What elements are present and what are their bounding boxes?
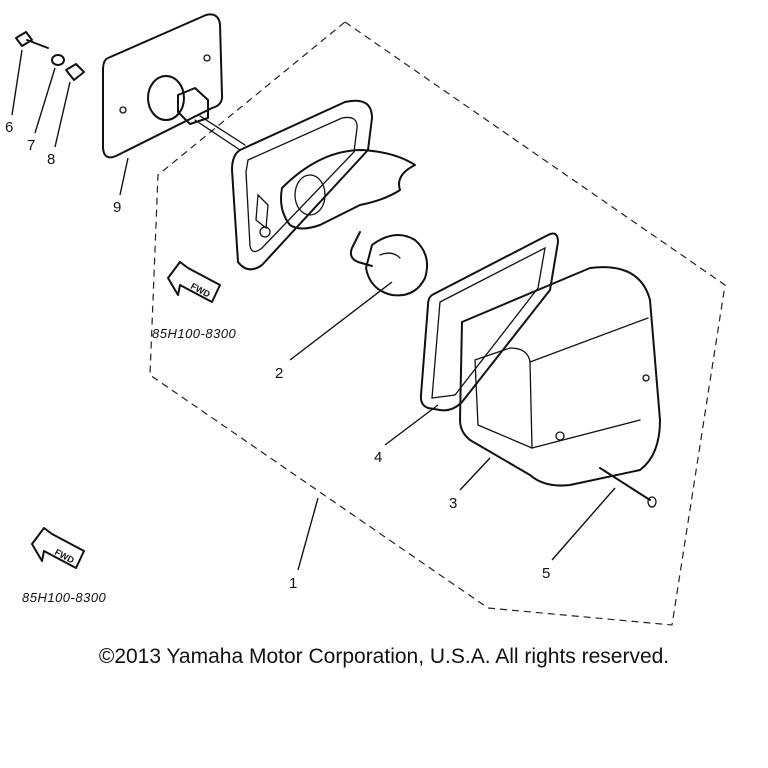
leader-5 [551, 487, 616, 561]
part-mounting-bracket [102, 13, 224, 159]
part-code-upper: 85H100-8300 [152, 326, 237, 341]
assembly-outline [149, 21, 726, 626]
part-reflector [280, 149, 416, 230]
callout-9: 9 [113, 199, 121, 216]
callout-8: 8 [47, 151, 55, 168]
callout-1: 1 [289, 575, 297, 592]
leader-6 [11, 49, 23, 116]
part-lens [459, 266, 661, 487]
part-connector [177, 87, 246, 151]
callout-4: 4 [374, 449, 382, 466]
part-bolt [15, 31, 49, 49]
copyright-notice: ©2013 Yamaha Motor Corporation, U.S.A. A… [98, 645, 670, 668]
part-washer [51, 54, 65, 66]
fwd-arrow-lower: FWD [31, 527, 85, 569]
callout-7: 7 [27, 137, 35, 154]
part-gasket [419, 232, 559, 412]
part-nut [65, 63, 85, 81]
part-screw [599, 467, 657, 508]
part-lamp-base [231, 99, 373, 271]
leader-2 [289, 281, 393, 361]
callout-5: 5 [542, 565, 550, 582]
part-bulb [349, 231, 428, 297]
leader-1 [297, 497, 319, 571]
leader-9 [119, 157, 129, 196]
leader-3 [459, 457, 491, 491]
leader-4 [384, 404, 439, 446]
leader-7 [34, 67, 56, 134]
callout-2: 2 [275, 365, 283, 382]
fwd-arrow-upper: FWD [167, 261, 221, 303]
callout-6: 6 [5, 119, 13, 136]
leader-8 [54, 81, 71, 148]
part-code-lower: 85H100-8300 [22, 590, 107, 605]
callout-3: 3 [449, 495, 457, 512]
